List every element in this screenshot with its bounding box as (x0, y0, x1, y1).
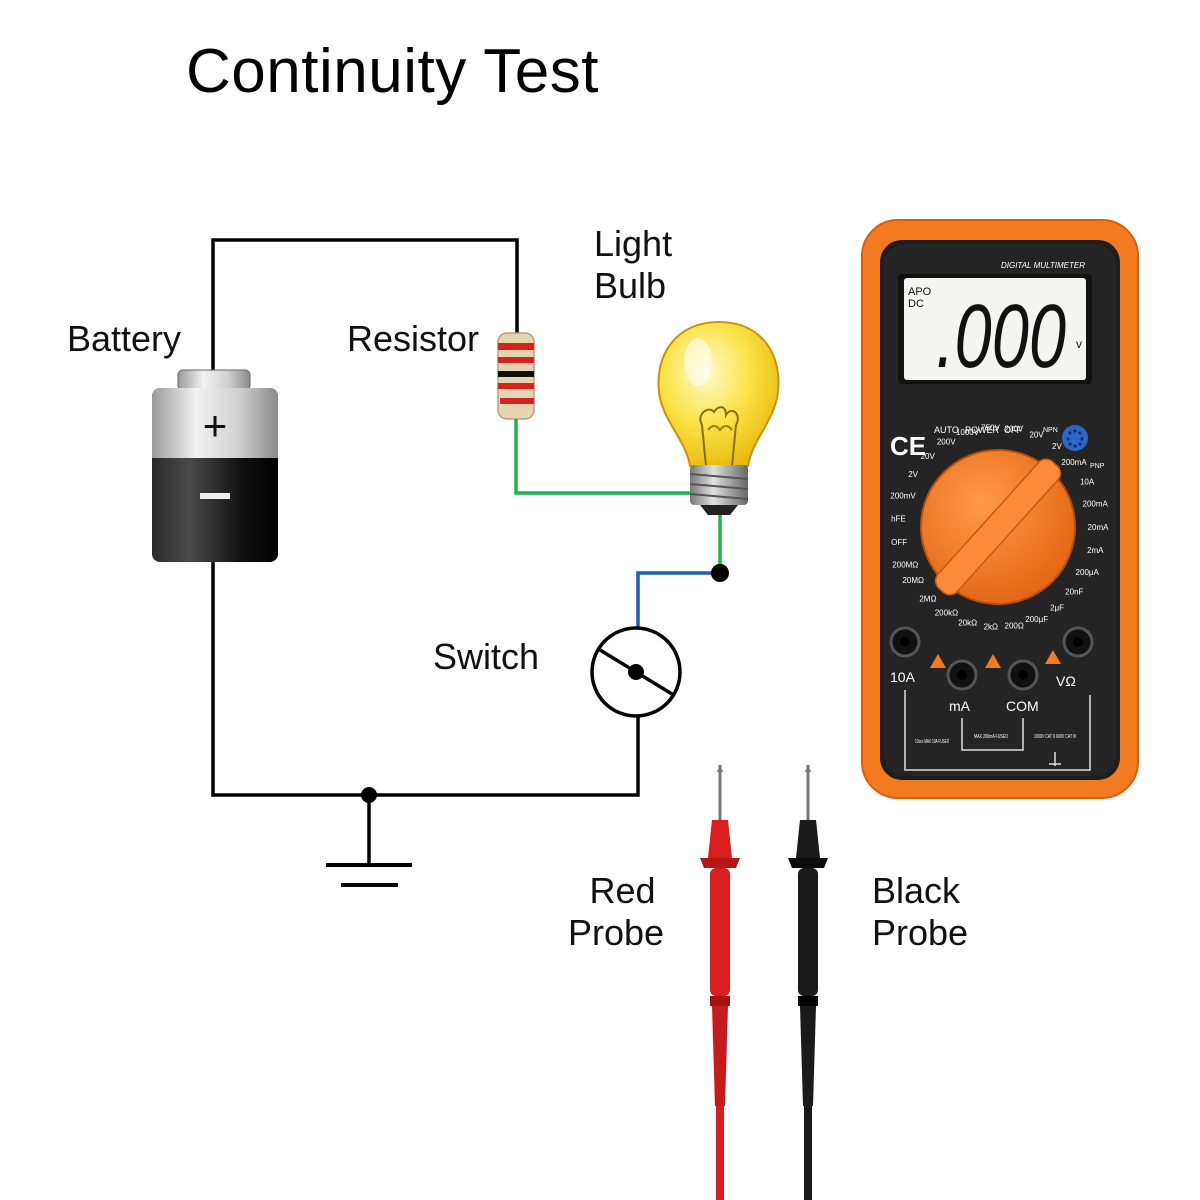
dial-label: 200mV (890, 492, 916, 501)
dial-label: 200MΩ (892, 561, 918, 570)
port-note-ma: MAX 200mA FUSED (974, 734, 1008, 740)
black-probe-label-line1: Black (872, 870, 961, 911)
port-label-10a: 10A (890, 669, 916, 685)
dial-label: 2V (1052, 442, 1062, 451)
switch-junction-dot (711, 564, 729, 582)
circuit-wires (211, 238, 640, 865)
black-probe-label: Black Probe (872, 870, 968, 954)
dial-label: 2mA (1087, 546, 1104, 555)
wire-top (211, 238, 519, 372)
black-probe[interactable] (788, 764, 828, 1200)
red-probe[interactable] (700, 764, 740, 1200)
light-bulb-label-line2: Bulb (594, 265, 667, 306)
switch-label: Switch (433, 636, 540, 677)
label-npn: NPN (1043, 427, 1058, 434)
dial-label: 2V (908, 470, 918, 479)
dial-label: 200μF (1025, 615, 1048, 624)
dial-label: 20MΩ (902, 576, 924, 585)
port-note-v: 1000V CAT II 600V CAT III (1034, 734, 1076, 740)
dial-label: 200mA (1083, 500, 1109, 509)
warning-icon-1 (930, 654, 946, 668)
diagram-title: Continuity Test (186, 37, 600, 106)
red-probe-label: Red Probe (568, 870, 664, 954)
dial-label: 20mA (1088, 523, 1110, 532)
port-label-ma: mA (949, 698, 971, 714)
ground-junction-dot (361, 787, 377, 803)
warning-icon-2 (985, 654, 1001, 668)
battery-label: Battery (67, 318, 182, 359)
battery-minus-sign (200, 493, 230, 499)
input-ports (889, 626, 1094, 691)
light-bulb-label: Light Bulb (594, 223, 672, 307)
green-wires (514, 420, 722, 573)
dial-label: 2μF (1050, 604, 1064, 613)
lcd-reading: .000 (936, 287, 1066, 387)
dial-label: 1000V (956, 428, 980, 437)
dial-label: 750V (981, 423, 1000, 432)
lcd-indicator-apo: APO (908, 286, 932, 298)
port-note-10a: 10sec MAX 10A FUSED (915, 739, 949, 745)
light-bulb-label-line1: Light (594, 223, 673, 264)
ce-mark: CE (890, 431, 926, 461)
port-label-vohm: VΩ (1056, 673, 1076, 689)
dial-label: 2MΩ (919, 594, 936, 603)
dial-label: 2kΩ (984, 623, 998, 632)
lcd-unit: v (1076, 337, 1082, 351)
resistor-label: Resistor (347, 318, 480, 359)
dial-label: 20kΩ (958, 618, 977, 627)
dial-label: 20nF (1065, 588, 1083, 597)
blue-wire (636, 571, 720, 628)
dial-label: hFE (891, 514, 906, 523)
battery-plus-sign: + (203, 402, 228, 449)
battery-icon: + (152, 369, 278, 562)
dial-label: 200V (937, 438, 956, 447)
resistor-icon (497, 332, 535, 420)
label-off: OFF (1004, 425, 1022, 435)
dial-label: 20V (1029, 431, 1044, 440)
red-probe-label-line2: Probe (568, 912, 665, 953)
port-label-com: COM (1006, 698, 1039, 714)
red-probe-label-line1: Red (589, 870, 656, 911)
label-pnp: PNP (1090, 463, 1105, 470)
switch-symbol (590, 626, 682, 718)
dial-label: 10A (1080, 478, 1095, 487)
wire-bottom (211, 560, 640, 797)
light-bulb-icon (657, 320, 780, 515)
dial-label: 200kΩ (935, 609, 958, 618)
multimeter-brand: DIGITAL MULTIMETER (1001, 261, 1085, 270)
ground-symbol (326, 863, 412, 887)
warning-icon-3 (1045, 650, 1061, 664)
black-probe-label-line2: Probe (872, 912, 969, 953)
multimeter: DIGITAL MULTIMETER APO DC .000 v CE AUTO… (861, 219, 1139, 799)
label-power: POWER (965, 425, 1000, 435)
dial-label: 200μA (1076, 568, 1100, 577)
dial-label: 200V (1005, 424, 1024, 433)
dial-label: 200mA (1061, 458, 1087, 467)
dial-label: 200Ω (1005, 622, 1024, 631)
lcd-screen (904, 278, 1086, 380)
label-auto: AUTO (934, 425, 959, 435)
rotary-dial[interactable] (920, 449, 1076, 605)
dial-label: 20V (921, 452, 936, 461)
dial-label: OFF (891, 538, 907, 547)
lcd-indicator-dc: DC (908, 298, 924, 310)
